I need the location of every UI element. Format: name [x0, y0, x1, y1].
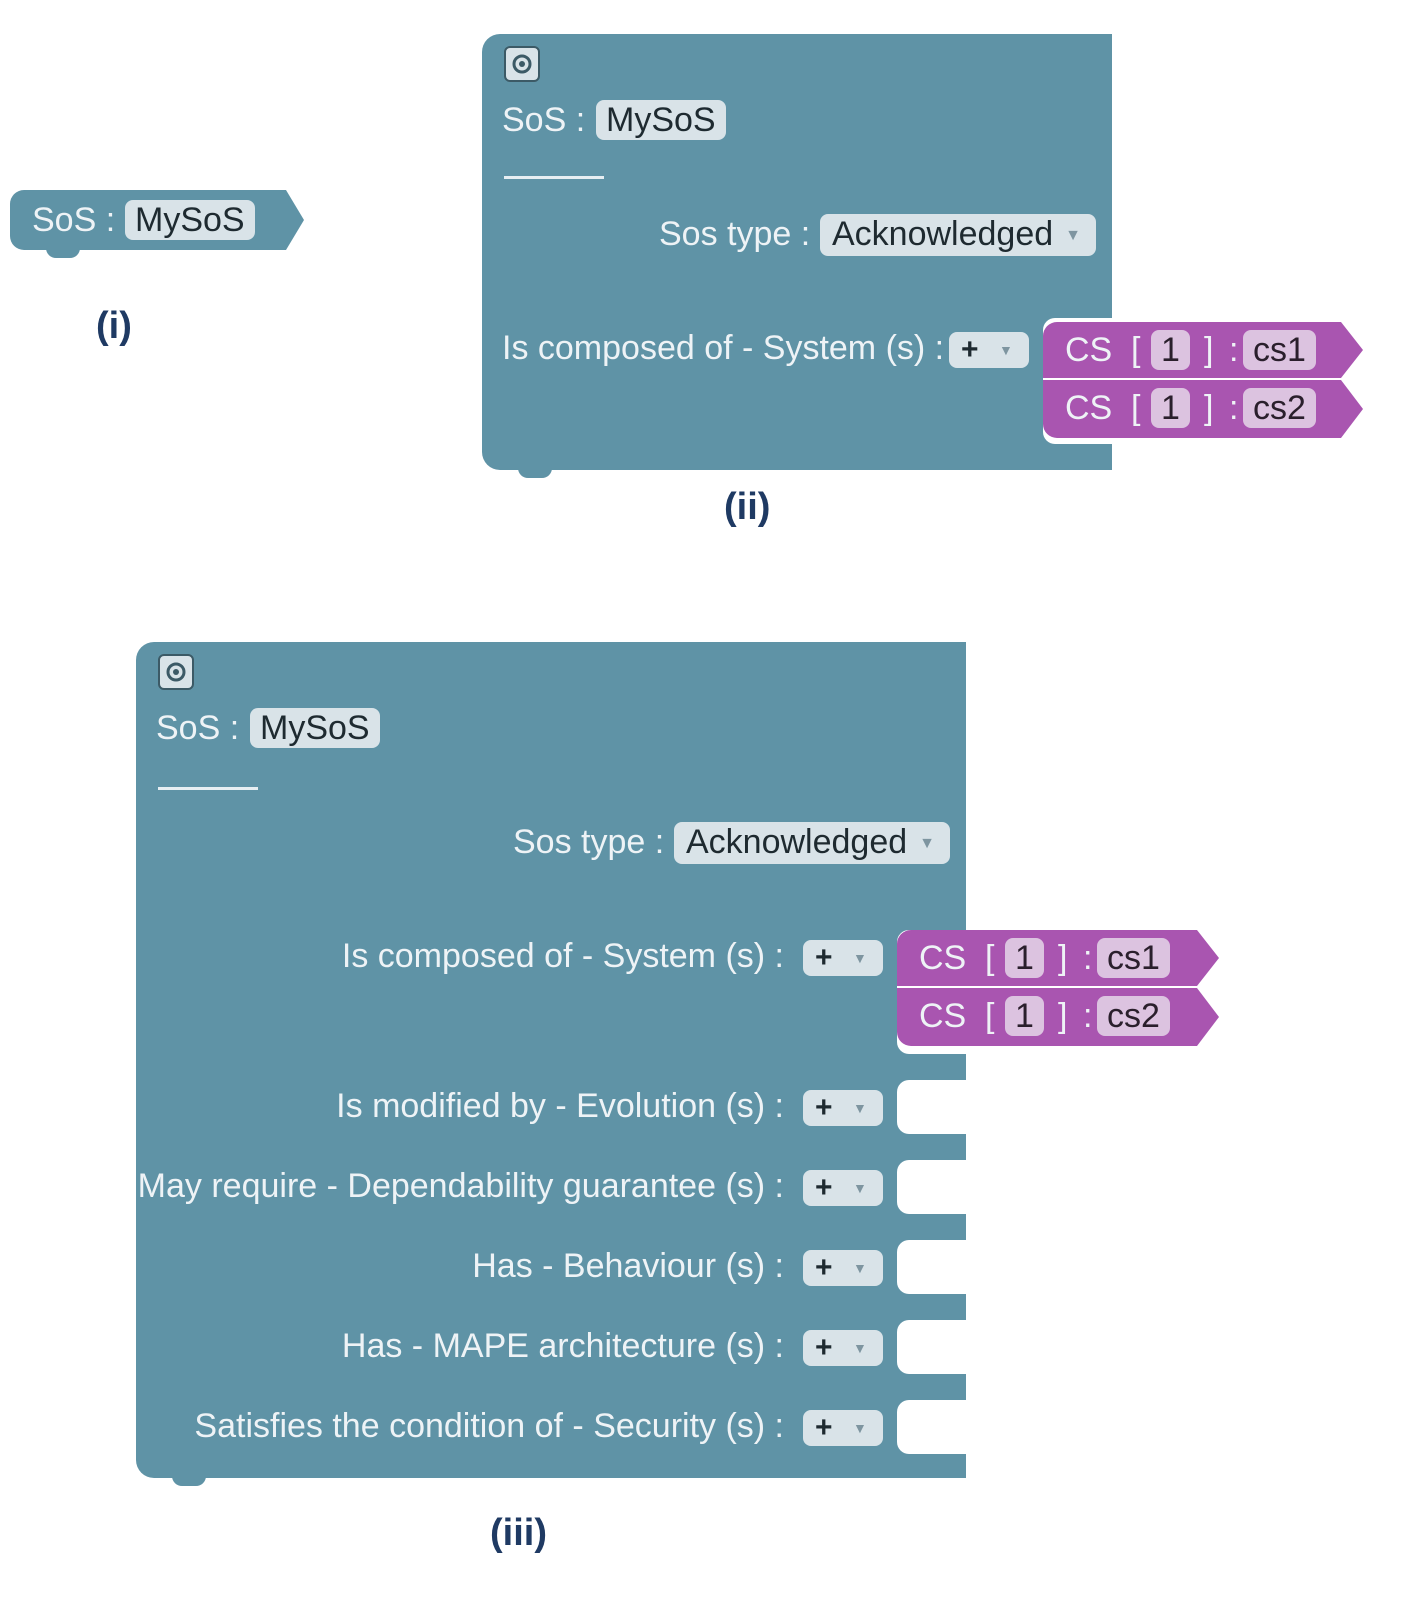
add-system-dropdown[interactable]: +▼: [803, 940, 883, 976]
cs-prefix: CS: [919, 939, 967, 977]
sos-type-value: Acknowledged: [686, 823, 908, 861]
plus-icon: +: [815, 1171, 833, 1204]
gear-icon[interactable]: [504, 46, 540, 82]
dropdown-arrow-icon: ▼: [853, 1100, 867, 1116]
cs-lbracket: [: [985, 939, 995, 977]
sos-block-full[interactable]: SoS : MySoS Sos type : Acknowledged ▼ Is …: [136, 642, 966, 1478]
cs-name-field[interactable]: cs1: [1243, 330, 1316, 370]
dropdown-arrow-icon: ▼: [919, 835, 935, 853]
sos-type-label: Sos type :: [659, 215, 811, 253]
output-connector: [1197, 930, 1219, 986]
plus-icon: +: [961, 333, 979, 366]
cs-multiplicity-field[interactable]: 1: [1005, 996, 1044, 1036]
sos-type-label: Sos type :: [513, 823, 665, 861]
output-connector: [286, 190, 304, 250]
sos-name-field[interactable]: MySoS: [250, 708, 380, 748]
cs-block[interactable]: CS [ 1 ] : cs1: [897, 930, 1197, 986]
add-behaviour-dropdown[interactable]: +▼: [803, 1250, 883, 1286]
cs-colon: :: [1083, 997, 1093, 1035]
dropdown-arrow-icon: ▼: [853, 950, 867, 966]
sos-block-medium[interactable]: SoS : MySoS Sos type : Acknowledged ▼ Is …: [482, 34, 1112, 470]
row-label-system: Is composed of - System (s) :: [341, 937, 784, 975]
cs-rbracket: ]: [1204, 331, 1214, 369]
dropdown-arrow-icon: ▼: [853, 1340, 867, 1356]
gear-icon[interactable]: [158, 654, 194, 690]
cs-rbracket: ]: [1058, 997, 1068, 1035]
cs-prefix: CS: [1065, 389, 1113, 427]
dropdown-arrow-icon: ▼: [1065, 227, 1081, 245]
sos-name-field[interactable]: MySoS: [125, 200, 255, 240]
dropdown-arrow-icon: ▼: [853, 1260, 867, 1276]
cs-colon: :: [1083, 939, 1093, 977]
plus-icon: +: [815, 1411, 833, 1444]
row-label-security: Satisfies the condition of - Security (s…: [194, 1407, 784, 1445]
next-connector: [518, 468, 552, 478]
cs-multiplicity-field[interactable]: 1: [1151, 330, 1190, 370]
cs-multiplicity-field[interactable]: 1: [1005, 938, 1044, 978]
cs-multiplicity-field[interactable]: 1: [1151, 388, 1190, 428]
add-mape-dropdown[interactable]: +▼: [803, 1330, 883, 1366]
cs-name-field[interactable]: cs2: [1097, 996, 1170, 1036]
add-security-dropdown[interactable]: +▼: [803, 1410, 883, 1446]
caption-ii: (ii): [724, 486, 771, 528]
statement-slot: [897, 1080, 966, 1134]
statement-slot: [897, 1320, 966, 1374]
plus-icon: +: [815, 1091, 833, 1124]
output-connector: [1197, 988, 1219, 1046]
cs-block[interactable]: CS [ 1 ] : cs2: [897, 988, 1197, 1046]
row-label-mape: Has - MAPE architecture (s) :: [341, 1327, 784, 1365]
sos-type-dropdown[interactable]: Acknowledged ▼: [820, 214, 1096, 257]
statement-slot: [897, 1400, 966, 1454]
plus-icon: +: [815, 1331, 833, 1364]
sos-label: SoS :: [32, 201, 116, 239]
cs-colon: :: [1229, 331, 1239, 369]
dropdown-arrow-icon: ▼: [999, 342, 1013, 358]
sos-name-field[interactable]: MySoS: [596, 100, 726, 140]
dropdown-arrow-icon: ▼: [853, 1420, 867, 1436]
cs-prefix: CS: [919, 997, 967, 1035]
cs-block[interactable]: CS [ 1 ] : cs2: [1043, 380, 1341, 438]
plus-icon: +: [815, 941, 833, 974]
cs-lbracket: [: [985, 997, 995, 1035]
add-system-dropdown[interactable]: +▼: [949, 332, 1029, 368]
cs-name-field[interactable]: cs1: [1097, 938, 1170, 978]
cs-name-field[interactable]: cs2: [1243, 388, 1316, 428]
cs-rbracket: ]: [1058, 939, 1068, 977]
row-label-evolution: Is modified by - Evolution (s) :: [336, 1087, 784, 1125]
cs-rbracket: ]: [1204, 389, 1214, 427]
row-label-behaviour: Has - Behaviour (s) :: [472, 1247, 784, 1285]
cs-colon: :: [1229, 389, 1239, 427]
next-connector: [46, 248, 80, 258]
caption-iii: (iii): [490, 1512, 547, 1554]
sos-label: SoS :: [502, 101, 586, 139]
dropdown-arrow-icon: ▼: [853, 1180, 867, 1196]
add-dependability-dropdown[interactable]: +▼: [803, 1170, 883, 1206]
output-connector: [1341, 322, 1363, 378]
statement-slot: [897, 1240, 966, 1294]
cs-block[interactable]: CS [ 1 ] : cs1: [1043, 322, 1341, 378]
caption-i: (i): [96, 305, 132, 347]
composed-label: Is composed of - System (s) :: [502, 329, 945, 367]
divider: [504, 176, 604, 179]
sos-type-dropdown[interactable]: Acknowledged ▼: [674, 822, 950, 865]
statement-slot: [897, 1160, 966, 1214]
output-connector: [1341, 380, 1363, 438]
next-connector: [172, 1476, 206, 1486]
sos-type-value: Acknowledged: [832, 215, 1054, 253]
add-evolution-dropdown[interactable]: +▼: [803, 1090, 883, 1126]
divider: [158, 787, 258, 790]
sos-block-small[interactable]: SoS : MySoS: [10, 190, 286, 250]
sos-label: SoS :: [156, 709, 240, 747]
plus-icon: +: [815, 1251, 833, 1284]
cs-lbracket: [: [1131, 331, 1141, 369]
cs-prefix: CS: [1065, 331, 1113, 369]
cs-lbracket: [: [1131, 389, 1141, 427]
row-label-dependability: May require - Dependability guarantee (s…: [137, 1167, 784, 1205]
